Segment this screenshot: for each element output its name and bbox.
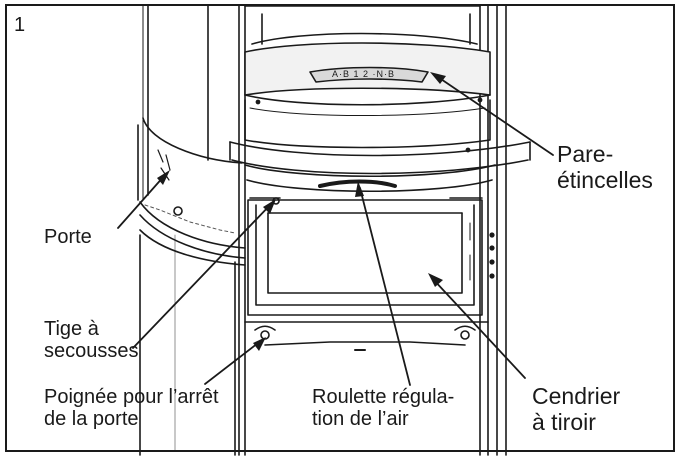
leader-tige: [132, 202, 273, 349]
arrow-pare-etincelles: [430, 72, 446, 84]
leader-pare-etincelles: [434, 74, 554, 156]
label-pare-etincelles: Pare- étincelles: [557, 141, 653, 193]
leader-poignee: [204, 339, 263, 385]
figure-number: 1: [14, 14, 26, 36]
arrow-roulette: [355, 181, 364, 197]
arrow-poignee: [253, 337, 266, 351]
arrow-tige: [263, 199, 276, 214]
figure-frame: [5, 4, 675, 452]
label-roulette: Roulette régula- tion de l’air: [312, 386, 455, 431]
stove-body: [229, 5, 531, 456]
label-poignee: Poignée pour l’arrêt de la porte: [44, 386, 219, 431]
leader-lines: [117, 74, 554, 386]
leader-roulette: [359, 187, 411, 386]
arrow-porte: [157, 170, 170, 185]
label-tige-a-secousses: Tige à secousses: [44, 318, 139, 363]
leader-cendrier: [431, 277, 526, 379]
door-column: [139, 5, 236, 456]
door-latch-screw-icon: [173, 206, 183, 216]
dial-text: A·B 1 2 ·N·B: [332, 69, 396, 79]
label-porte: Porte: [44, 226, 92, 248]
label-cendrier: Cendrier à tiroir: [532, 383, 621, 435]
leader-porte: [117, 174, 166, 229]
arrowheads: [157, 72, 446, 351]
arrow-cendrier: [428, 273, 443, 287]
